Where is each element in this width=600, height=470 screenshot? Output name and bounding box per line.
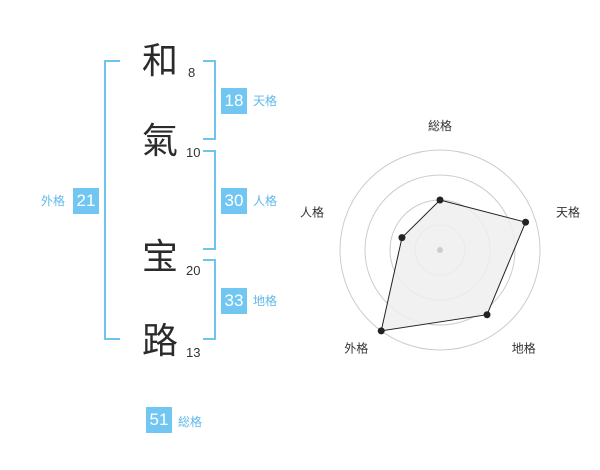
name-char-2: 氣 (141, 121, 178, 162)
stroke-count-2: 10 (186, 145, 201, 160)
radar-axis-label-2: 天格 (556, 204, 580, 219)
jinkaku-label: 人格 (253, 194, 278, 208)
gaikaku-value: 21 (73, 188, 99, 214)
radar-point-3 (483, 311, 491, 319)
name-char-3: 宝 (141, 237, 178, 278)
radar-grid-ring (339, 149, 541, 351)
soukaku-label: 総格 (178, 415, 203, 429)
radar-grid-ring (364, 174, 516, 326)
stroke-count-3: 20 (186, 263, 201, 278)
chikaku-value: 33 (221, 288, 247, 314)
radar-series-polygon (380, 199, 527, 332)
stroke-count-4: 13 (186, 345, 201, 360)
radar-point-1 (436, 196, 444, 204)
gaikaku-label: 外格 (41, 194, 66, 208)
jinkaku-bracket (203, 150, 216, 250)
radar-axis-label-4: 外格 (344, 341, 368, 356)
jinkaku-value: 30 (221, 188, 247, 214)
chikaku-label: 地格 (253, 294, 278, 308)
chikaku-bracket (203, 259, 216, 340)
tenkaku-bracket (203, 60, 216, 140)
radar-axis-label-3: 地格 (512, 341, 536, 356)
radar-point-5 (398, 234, 406, 242)
name-char-1: 和 (141, 41, 178, 82)
tenkaku-value: 18 (221, 88, 247, 114)
radar-point-4 (377, 327, 385, 335)
gaikaku-bracket (104, 60, 120, 340)
radar-center-dot (437, 247, 443, 253)
stroke-count-1: 8 (188, 65, 196, 80)
radar-point-2 (522, 218, 530, 226)
soukaku-value: 51 (146, 407, 172, 433)
name-char-4: 路 (141, 321, 178, 362)
radar-axis-label-1: 総格 (428, 118, 452, 133)
tenkaku-label: 天格 (253, 94, 278, 108)
radar-axis-label-5: 人格 (300, 204, 324, 219)
